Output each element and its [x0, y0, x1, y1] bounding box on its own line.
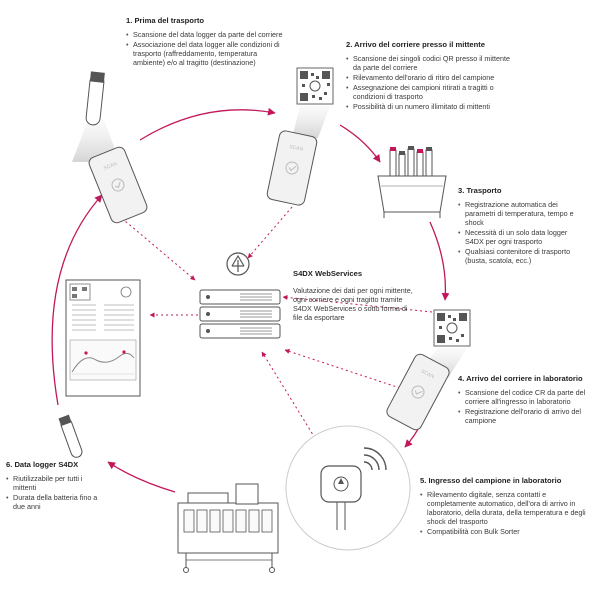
dotted-arrow-2 — [247, 206, 293, 259]
step-5: 5. Ingresso del campione in laboratorio … — [420, 476, 590, 537]
step-6-item: Riutilizzabile per tutti i mittenti — [6, 474, 104, 492]
step-1-title: 1. Prima del trasporto — [126, 16, 205, 25]
step-2-title: 2. Arrivo del corriere presso il mittent… — [346, 40, 485, 49]
step-4-item: Scansione del codice CR da parte del cor… — [458, 388, 596, 406]
cycle-arrow-6-1 — [51, 194, 103, 406]
sorter-machine-illustration — [177, 483, 279, 573]
dotted-arrow-4 — [284, 349, 401, 389]
step-5-item: Compatibilità con Bulk Sorter — [420, 527, 590, 536]
dotted-arrow-1 — [117, 214, 196, 281]
step-6-item: Durata della batteria fino a due anni — [6, 493, 104, 511]
step-3-item: Necessità di un solo data logger S4DX pe… — [458, 228, 583, 246]
step-6-title: 6. Data logger S4DX — [6, 460, 79, 469]
report-document-illustration — [65, 279, 141, 397]
step-3-title: 3. Trasporto — [458, 186, 502, 195]
step4-illustration: SCAN — [386, 309, 471, 431]
step3-illustration — [377, 146, 447, 218]
phone-label-2: SCAN — [289, 144, 304, 153]
s4dx-server-illustration — [199, 252, 281, 339]
step-5-item: Rilevamento digitale, senza contatti e c… — [420, 490, 590, 526]
cycle-arrow-3-4 — [429, 221, 450, 301]
step6-illustration — [58, 414, 83, 458]
step-2-item: Scansione dei singoli codici QR presso i… — [346, 54, 516, 72]
step-2-item: Possibilità di un numero illimitato di m… — [346, 102, 516, 111]
step-5-title: 5. Ingresso del campione in laboratorio — [420, 476, 562, 485]
step5-illustration — [285, 425, 411, 551]
step-2-item: Assegnazione dei campioni ritirati a tra… — [346, 83, 516, 101]
step-4-title: 4. Arrivo del corriere in laboratorio — [458, 374, 583, 383]
step-3-item: Qualsiasi contenitore di trasporto (bust… — [458, 247, 583, 265]
webservices-title: S4DX WebServices — [293, 269, 363, 278]
step-1: 1. Prima del trasporto Scansione del dat… — [126, 16, 291, 68]
cycle-arrow-5-6 — [107, 461, 176, 493]
step-4: 4. Arrivo del corriere in laboratorio Sc… — [458, 374, 596, 426]
step-2-item: Rilevamento dell'orario di ritiro del ca… — [346, 73, 516, 82]
step2-illustration: SCAN — [266, 67, 334, 206]
step-1-item: Scansione del data logger da parte del c… — [126, 30, 291, 39]
dotted-arrow-5 — [261, 351, 316, 439]
cycle-arrow-1-2 — [139, 107, 276, 141]
cycle-arrow-2-3 — [339, 124, 381, 163]
step-3-item: Registrazione automatica dei parametri d… — [458, 200, 583, 227]
step-4-item: Registrazione dell'orario di arrivo del … — [458, 407, 596, 425]
step1-illustration: SCAN — [72, 71, 148, 224]
step-3: 3. Trasporto Registrazione automatica de… — [458, 186, 583, 266]
step-1-item: Associazione del data logger alle condiz… — [126, 40, 291, 67]
step-6: 6. Data logger S4DX Riutilizzabile per t… — [6, 460, 104, 512]
phone-label-1: SCAN — [103, 161, 118, 172]
webservices-description: Valutazione dei dati per ogni mittente, … — [293, 286, 413, 322]
step-2: 2. Arrivo del corriere presso il mittent… — [346, 40, 516, 112]
